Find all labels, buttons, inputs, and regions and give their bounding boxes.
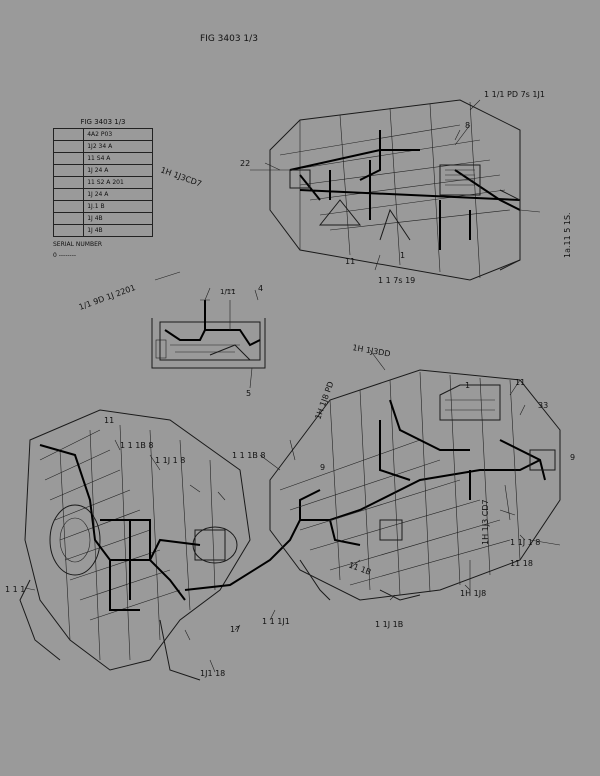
table-cell-value: 1J.1 B [83, 200, 153, 213]
label-lower-b1: 1 1 1J1 [262, 617, 290, 626]
label-lower-a2: 1 1 1B 8 [120, 441, 153, 450]
label-side-right: 1a.11 5 1S. [563, 212, 572, 258]
table-row: 1J 4B [52, 224, 153, 237]
label-lower-r3: 1H 1J8 [460, 589, 486, 598]
label-upper-11: 11 [345, 257, 355, 266]
table-cell-value: 1J 4B [83, 224, 153, 237]
label-lower-left1: 1 1 1 [5, 585, 25, 594]
label-lower-bottom: 1J1 18 [200, 669, 225, 678]
table-row: 11 S2 A 201 [52, 176, 153, 189]
upper-assembly [250, 99, 541, 281]
leader-lines [24, 124, 526, 673]
table-row: 11 S4 A [52, 152, 153, 165]
label-upper-22: 22 [240, 159, 250, 168]
table-cell-index [52, 224, 85, 237]
inset-detail [151, 289, 266, 389]
table-title: FIG 3403 1/3 [80, 118, 126, 126]
label-upper-bottom: 1 1 7s 19 [378, 276, 415, 285]
label-mid-right-2: 1 [465, 381, 470, 390]
label-lower-b: 1 1 1B 8 [232, 451, 265, 460]
lower-assembly [19, 369, 561, 681]
label-upper-1: 1 [400, 251, 405, 260]
table-note-2: 0 -------- [53, 252, 77, 259]
label-mid-right-33: 33 [538, 401, 548, 410]
label-lower-mid: 1H 1J8 PD [313, 380, 335, 420]
label-lower-b3: 17 [230, 625, 240, 634]
label-inset-5: 5 [246, 389, 251, 398]
label-lower-c: 9 [320, 463, 325, 472]
label-lower-r2: 11 18 [510, 559, 533, 568]
label-lower-a: 1 1J 1 8 [155, 456, 185, 465]
table-row: 1J2 34 A [52, 140, 153, 153]
label-diag-upper: 1H 1J3CD7 [159, 165, 203, 188]
table-row: 1J 24 A [52, 164, 153, 177]
label-lower-b2: 1 1J 1B [375, 620, 403, 629]
label-inset-4: 4 [258, 284, 263, 293]
table-row: 1J 24 A [52, 188, 153, 201]
label-mid-right-top: 1H 1J3DD [352, 343, 391, 359]
label-upper-8: 8 [465, 121, 470, 130]
label-mid-right-1: 11 [515, 378, 525, 387]
label-lower-left2: 11 [104, 416, 114, 425]
label-diag-left: 1/1 9D 1J 2201 [78, 283, 137, 312]
label-lower-r1: 1 1J 1 8 [510, 538, 540, 547]
label-lower-vert: 1H 1J3 CD7 [481, 499, 490, 545]
figure-reference: FIG 3403 1/3 [200, 34, 258, 44]
label-top-right: 1 1/1 PD 7s 1J1 [484, 90, 545, 99]
table-note-1: SERIAL NUMBER [53, 241, 103, 248]
label-mid-right-9: 9 [570, 453, 575, 462]
label-inset-top: 1/11 [220, 288, 236, 296]
table-row: 1J.1 B [52, 200, 153, 213]
